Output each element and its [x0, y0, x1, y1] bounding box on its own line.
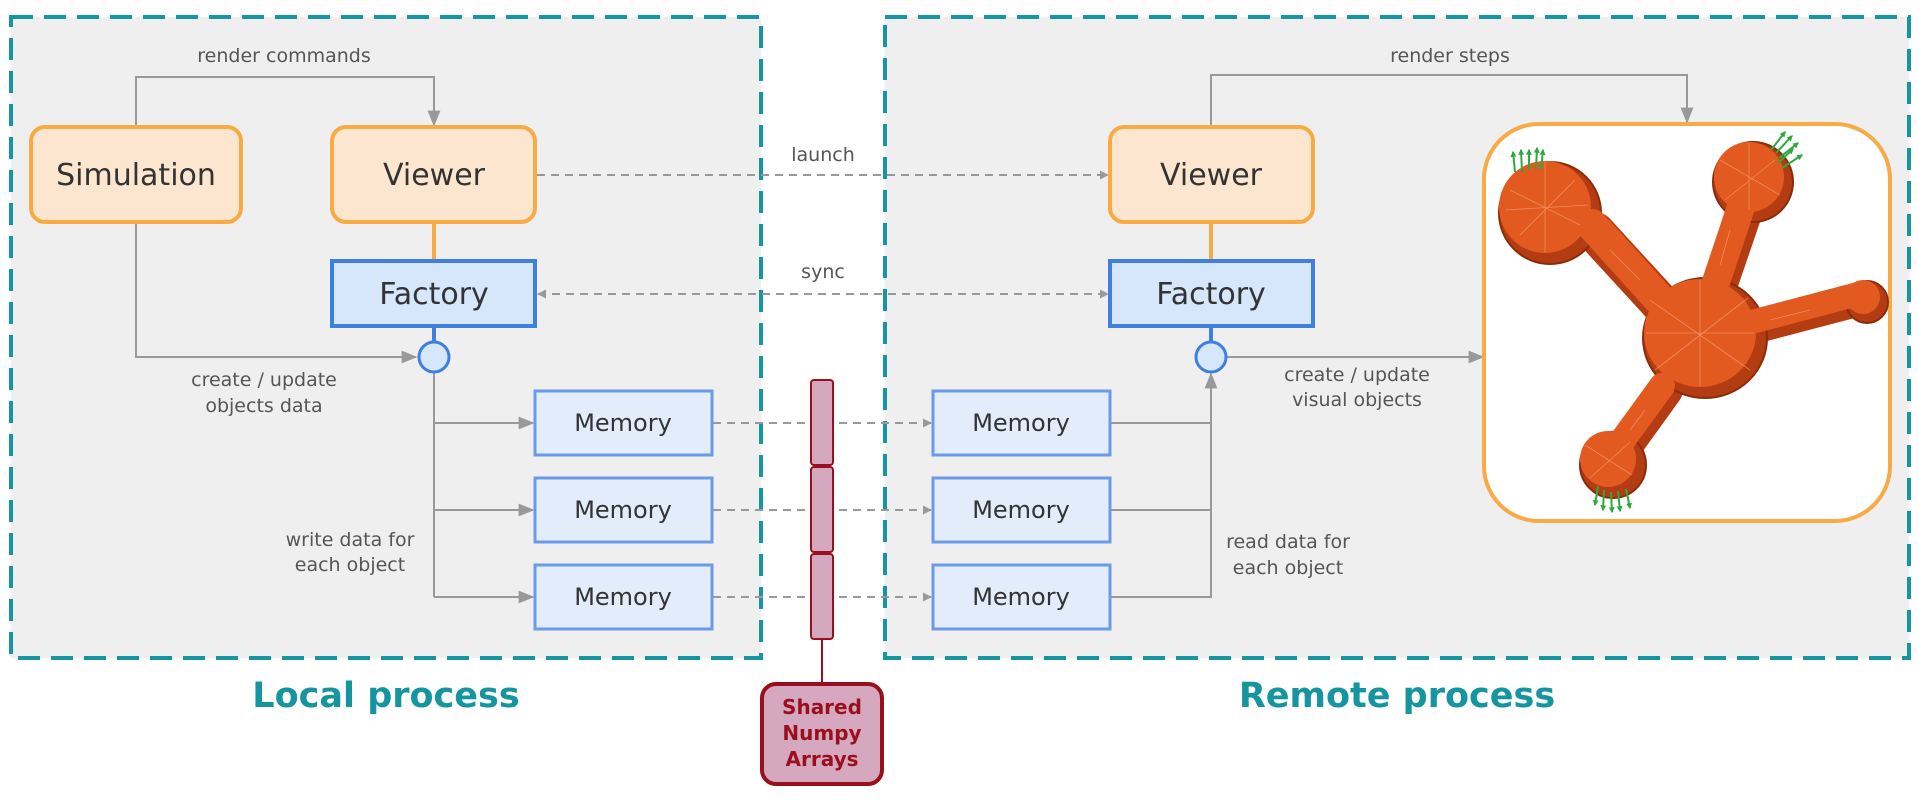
remote-memory-label: Memory [972, 583, 1070, 611]
remote-process-title: Remote process [1239, 676, 1555, 716]
remote-memory-label: Memory [972, 409, 1070, 437]
local-memory-box [533, 476, 714, 544]
create-update-label: objects data [205, 395, 322, 417]
sync-label: sync [801, 261, 845, 283]
remote-memory-box [931, 563, 1112, 631]
local-viewer-box [330, 125, 537, 224]
local-factory-node [417, 340, 451, 374]
local-factory-box [330, 259, 537, 328]
remote-viewer-label: Viewer [1160, 158, 1263, 193]
local-memory-box [533, 389, 714, 457]
remote-memory-label: Memory [972, 496, 1070, 524]
render-commands-arrow [135, 76, 441, 127]
simulation-to-factory-arrow [135, 222, 418, 364]
remote-factory-box [1108, 259, 1315, 328]
simulation-label: Simulation [56, 158, 216, 193]
shared-array-segment [810, 466, 834, 553]
remote-memory-box [931, 476, 1112, 544]
local-process-title: Local process [252, 676, 519, 716]
write-data-label: each object [295, 554, 405, 576]
local-viewer-label: Viewer [383, 158, 486, 193]
shared-arrays-box [760, 682, 884, 786]
mesh-render [1498, 141, 1889, 499]
create-update-label: create / update [191, 369, 337, 391]
read-data-path-3 [1110, 372, 1218, 598]
remote-viewer-box [1108, 125, 1315, 224]
read-data-label: read data for [1226, 531, 1350, 553]
remote-factory-label: Factory [1156, 277, 1266, 312]
render-steps-label: render steps [1390, 45, 1510, 67]
local-factory-label: Factory [379, 277, 489, 312]
render-steps-arrow [1210, 74, 1694, 125]
shared-arrays-label: Shared [782, 695, 862, 719]
local-memory-label: Memory [574, 409, 672, 437]
simulation-box [29, 125, 243, 224]
local-memory-label: Memory [574, 583, 672, 611]
local-memory-box [533, 563, 714, 631]
write-data-label: write data for [286, 529, 415, 551]
read-data-label: each object [1233, 557, 1343, 579]
remote-factory-node [1194, 340, 1228, 374]
shared-arrays-label: Numpy [782, 721, 861, 745]
remote-create-update-label: create / update [1284, 364, 1430, 386]
shared-array-segment [810, 379, 834, 466]
render-commands-label: render commands [197, 45, 370, 67]
remote-memory-box [931, 389, 1112, 457]
local-memory-label: Memory [574, 496, 672, 524]
shared-array-segment [810, 553, 834, 640]
remote-create-update-label: visual objects [1292, 389, 1422, 411]
launch-label: launch [791, 144, 855, 166]
shared-arrays-label: Arrays [785, 747, 858, 771]
normal-arrows [1510, 131, 1804, 514]
